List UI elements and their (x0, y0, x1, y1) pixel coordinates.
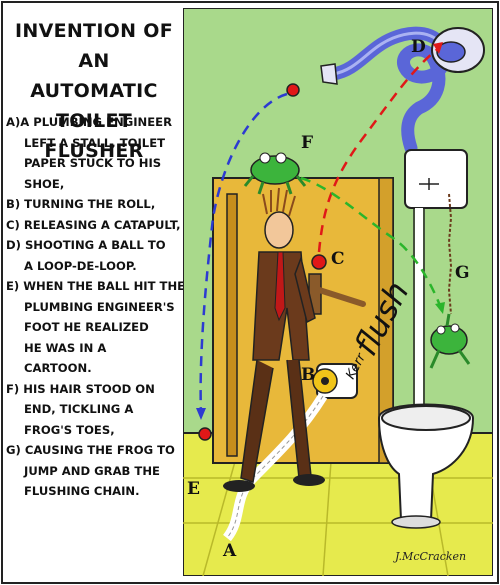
page-title: INVENTION OF AN AUTOMATIC TOILET FLUSHER (8, 16, 180, 166)
arrow-green (300, 176, 443, 309)
step-line: PLUMBING ENGINEER'S (24, 299, 175, 314)
stall-post (226, 193, 238, 457)
step-line: A)A PLUMBING ENGINEER (6, 115, 173, 129)
step-line: D) SHOOTING A BALL TO (6, 238, 166, 252)
label-c: C (331, 249, 345, 269)
label-a: A (222, 541, 237, 561)
ball-in-flight (286, 83, 300, 97)
label-d: D (411, 37, 426, 57)
arrow-red-head (433, 42, 443, 54)
frog-legs (429, 313, 471, 369)
frog-eye (436, 325, 446, 335)
cartoon-scene: Kerr flush A B C D E F G J.McCracken (183, 8, 493, 576)
man-arm (294, 255, 316, 324)
stall-door-edge (378, 177, 394, 464)
arrow-red (317, 47, 440, 253)
step-line: E) WHEN THE BALL HIT THE (6, 279, 186, 293)
pipe-nozzle (320, 63, 338, 85)
steps-list: A)A PLUMBING ENGINEER LEFT A STALL, TOIL… (6, 112, 186, 502)
arrow-green-head (435, 302, 445, 314)
step-line: G) CAUSING THE FROG TO (6, 443, 175, 457)
man-shoe-front (293, 474, 325, 486)
toilet-bowl (377, 403, 475, 521)
step-d: D) SHOOTING A BALL TO A LOOP-DE-LOOP. (6, 235, 186, 276)
label-f: F (301, 133, 313, 153)
frog-eye (259, 152, 271, 164)
step-line: JUMP AND GRAB THE (24, 463, 160, 478)
title-line: AUTOMATIC (30, 80, 158, 102)
flush-pipe-outline (413, 208, 425, 418)
step-e: E) WHEN THE BALL HIT THE PLUMBING ENGINE… (6, 276, 186, 379)
step-line: C) RELEASING A CATAPULT, (6, 217, 181, 232)
step-line: SHOE, (24, 176, 65, 191)
step-g: G) CAUSING THE FROG TO JUMP AND GRAB THE… (6, 440, 186, 502)
toilet-tank (404, 149, 468, 209)
frog-on-head (250, 155, 300, 185)
frog-hanging (430, 325, 468, 355)
step-f: F) HIS HAIR STOOD ON END, TICKLING A FRO… (6, 379, 186, 441)
ball-near-foot (198, 427, 212, 441)
frog-legs (243, 175, 307, 195)
arrow-blue (199, 92, 288, 415)
title-line: TOILET FLUSHER (44, 110, 144, 162)
man-hair (262, 187, 296, 217)
step-line: A LOOP-DE-LOOP. (24, 258, 137, 273)
step-line: PAPER STUCK TO HIS (24, 156, 162, 170)
flush-chain (447, 193, 453, 315)
step-line: F) HIS HAIR STOOD ON (6, 381, 155, 396)
catapult-arm (310, 285, 366, 307)
roll-core (321, 377, 329, 385)
man-tie (274, 251, 286, 322)
artist-signature: J.McCracken (393, 550, 466, 563)
label-b: B (301, 365, 315, 385)
frog-eye (275, 152, 287, 164)
step-c: C) RELEASING A CATAPULT, (6, 215, 186, 236)
step-line: FOOT HE REALIZED (24, 320, 149, 334)
man-shoe-back (223, 480, 255, 492)
catch-funnel-rim (436, 41, 466, 63)
step-line: FLUSHING CHAIN. (24, 484, 140, 498)
toilet-base (391, 515, 441, 529)
step-b: B) TURNING THE ROLL, (6, 194, 186, 215)
step-a: A)A PLUMBING ENGINEER LEFT A STALL, TOIL… (6, 112, 186, 194)
step-line: LEFT A STALL, TOILET (24, 135, 166, 150)
step-line: END, TICKLING A (24, 402, 134, 416)
frog-eye (450, 323, 460, 333)
label-e: E (187, 479, 200, 499)
man-head (264, 211, 294, 249)
step-line: CARTOON. (24, 361, 92, 375)
title-line: INVENTION OF AN (15, 20, 173, 72)
catapult-ball (311, 254, 327, 270)
label-g: G (455, 263, 470, 283)
step-line: B) TURNING THE ROLL, (6, 197, 156, 211)
arrow-blue-head (196, 408, 206, 420)
toilet-seat (381, 405, 471, 431)
step-line: HE WAS IN A (24, 340, 107, 355)
step-line: FROG'S TOES, (24, 422, 115, 437)
